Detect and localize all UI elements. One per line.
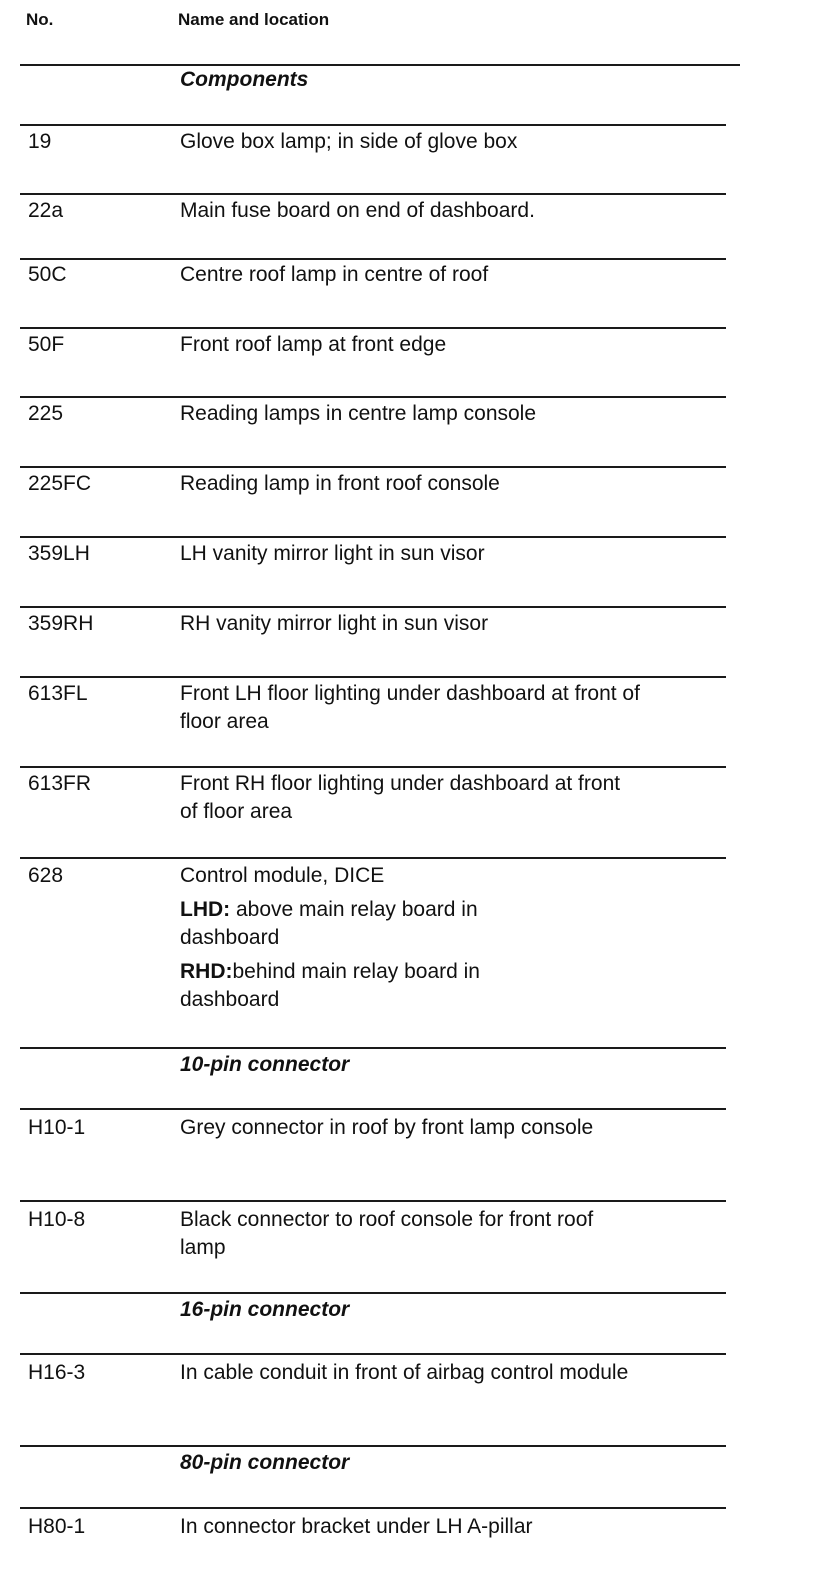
divider [20, 327, 726, 329]
item-name-location: Grey connector in roof by front lamp con… [180, 1116, 594, 1139]
item-number: H10-8 [28, 1208, 86, 1231]
item-number: 359RH [28, 612, 94, 635]
divider [20, 1353, 726, 1355]
divider [20, 193, 726, 195]
item-name-location: Black connector to roof console for fron… [180, 1208, 594, 1259]
section-heading-16-pin-connector: 16-pin connector [180, 1298, 350, 1321]
divider [20, 766, 726, 768]
item-name-location: In cable conduit in front of airbag cont… [180, 1361, 629, 1384]
section-heading-components: Components [180, 68, 309, 91]
divider [20, 64, 740, 66]
item-number: H10-1 [28, 1116, 86, 1139]
divider [20, 466, 726, 468]
divider [20, 1507, 726, 1509]
divider [20, 676, 726, 678]
item-name-location: Glove box lamp; in side of glove box [180, 130, 518, 153]
divider [20, 857, 726, 859]
item-number: H16-3 [28, 1361, 86, 1384]
item-number: 225FC [28, 472, 92, 495]
item-number: 359LH [28, 542, 90, 565]
item-name-location: Centre roof lamp in centre of roof [180, 263, 489, 286]
item-name-location: Front RH floor lighting under dashboard … [180, 772, 621, 823]
column-header-name-location: Name and location [178, 10, 330, 29]
item-name-location: LH vanity mirror light in sun visor [180, 542, 485, 565]
divider [20, 1445, 726, 1447]
item-number: 22a [28, 199, 64, 222]
divider [20, 1108, 726, 1110]
section-heading-80-pin-connector: 80-pin connector [180, 1451, 350, 1474]
item-description: Control module, DICE [180, 864, 385, 887]
rhd-text: behind main relay board in dashboard [180, 960, 480, 1011]
lhd-text: above main relay board in dashboard [180, 898, 478, 949]
item-number: 50F [28, 333, 65, 356]
item-number: 225 [28, 402, 64, 425]
item-number: 628 [28, 864, 64, 887]
item-number: 19 [28, 130, 52, 153]
divider [20, 1200, 726, 1202]
divider [20, 536, 726, 538]
item-name-location: Main fuse board on end of dashboard. [180, 199, 535, 222]
item-number: 50C [28, 263, 67, 286]
divider [20, 1292, 726, 1294]
item-number: 613FL [28, 682, 88, 705]
rhd-label: RHD: [180, 960, 233, 983]
item-number: H80-1 [28, 1515, 86, 1538]
lhd-location: LHD: above main relay board in dashboard [180, 896, 580, 952]
item-name-location: In connector bracket under LH A-pillar [180, 1515, 533, 1538]
item-name-location: Front roof lamp at front edge [180, 333, 447, 356]
column-header-no: No. [26, 10, 54, 29]
item-name-location: Control module, DICE LHD: above main rel… [180, 862, 580, 1014]
divider [20, 124, 726, 126]
divider [20, 258, 726, 260]
item-number: 613FR [28, 772, 92, 795]
section-heading-10-pin-connector: 10-pin connector [180, 1053, 350, 1076]
item-name-location: Front LH floor lighting under dashboard … [180, 682, 640, 733]
lhd-label: LHD: [180, 898, 231, 921]
divider [20, 606, 726, 608]
item-name-location: Reading lamp in front roof console [180, 472, 500, 495]
divider [20, 396, 726, 398]
item-name-location: RH vanity mirror light in sun visor [180, 612, 489, 635]
item-name-location: Reading lamps in centre lamp console [180, 402, 537, 425]
rhd-location: RHD:behind main relay board in dashboard [180, 958, 580, 1014]
divider [20, 1047, 726, 1049]
